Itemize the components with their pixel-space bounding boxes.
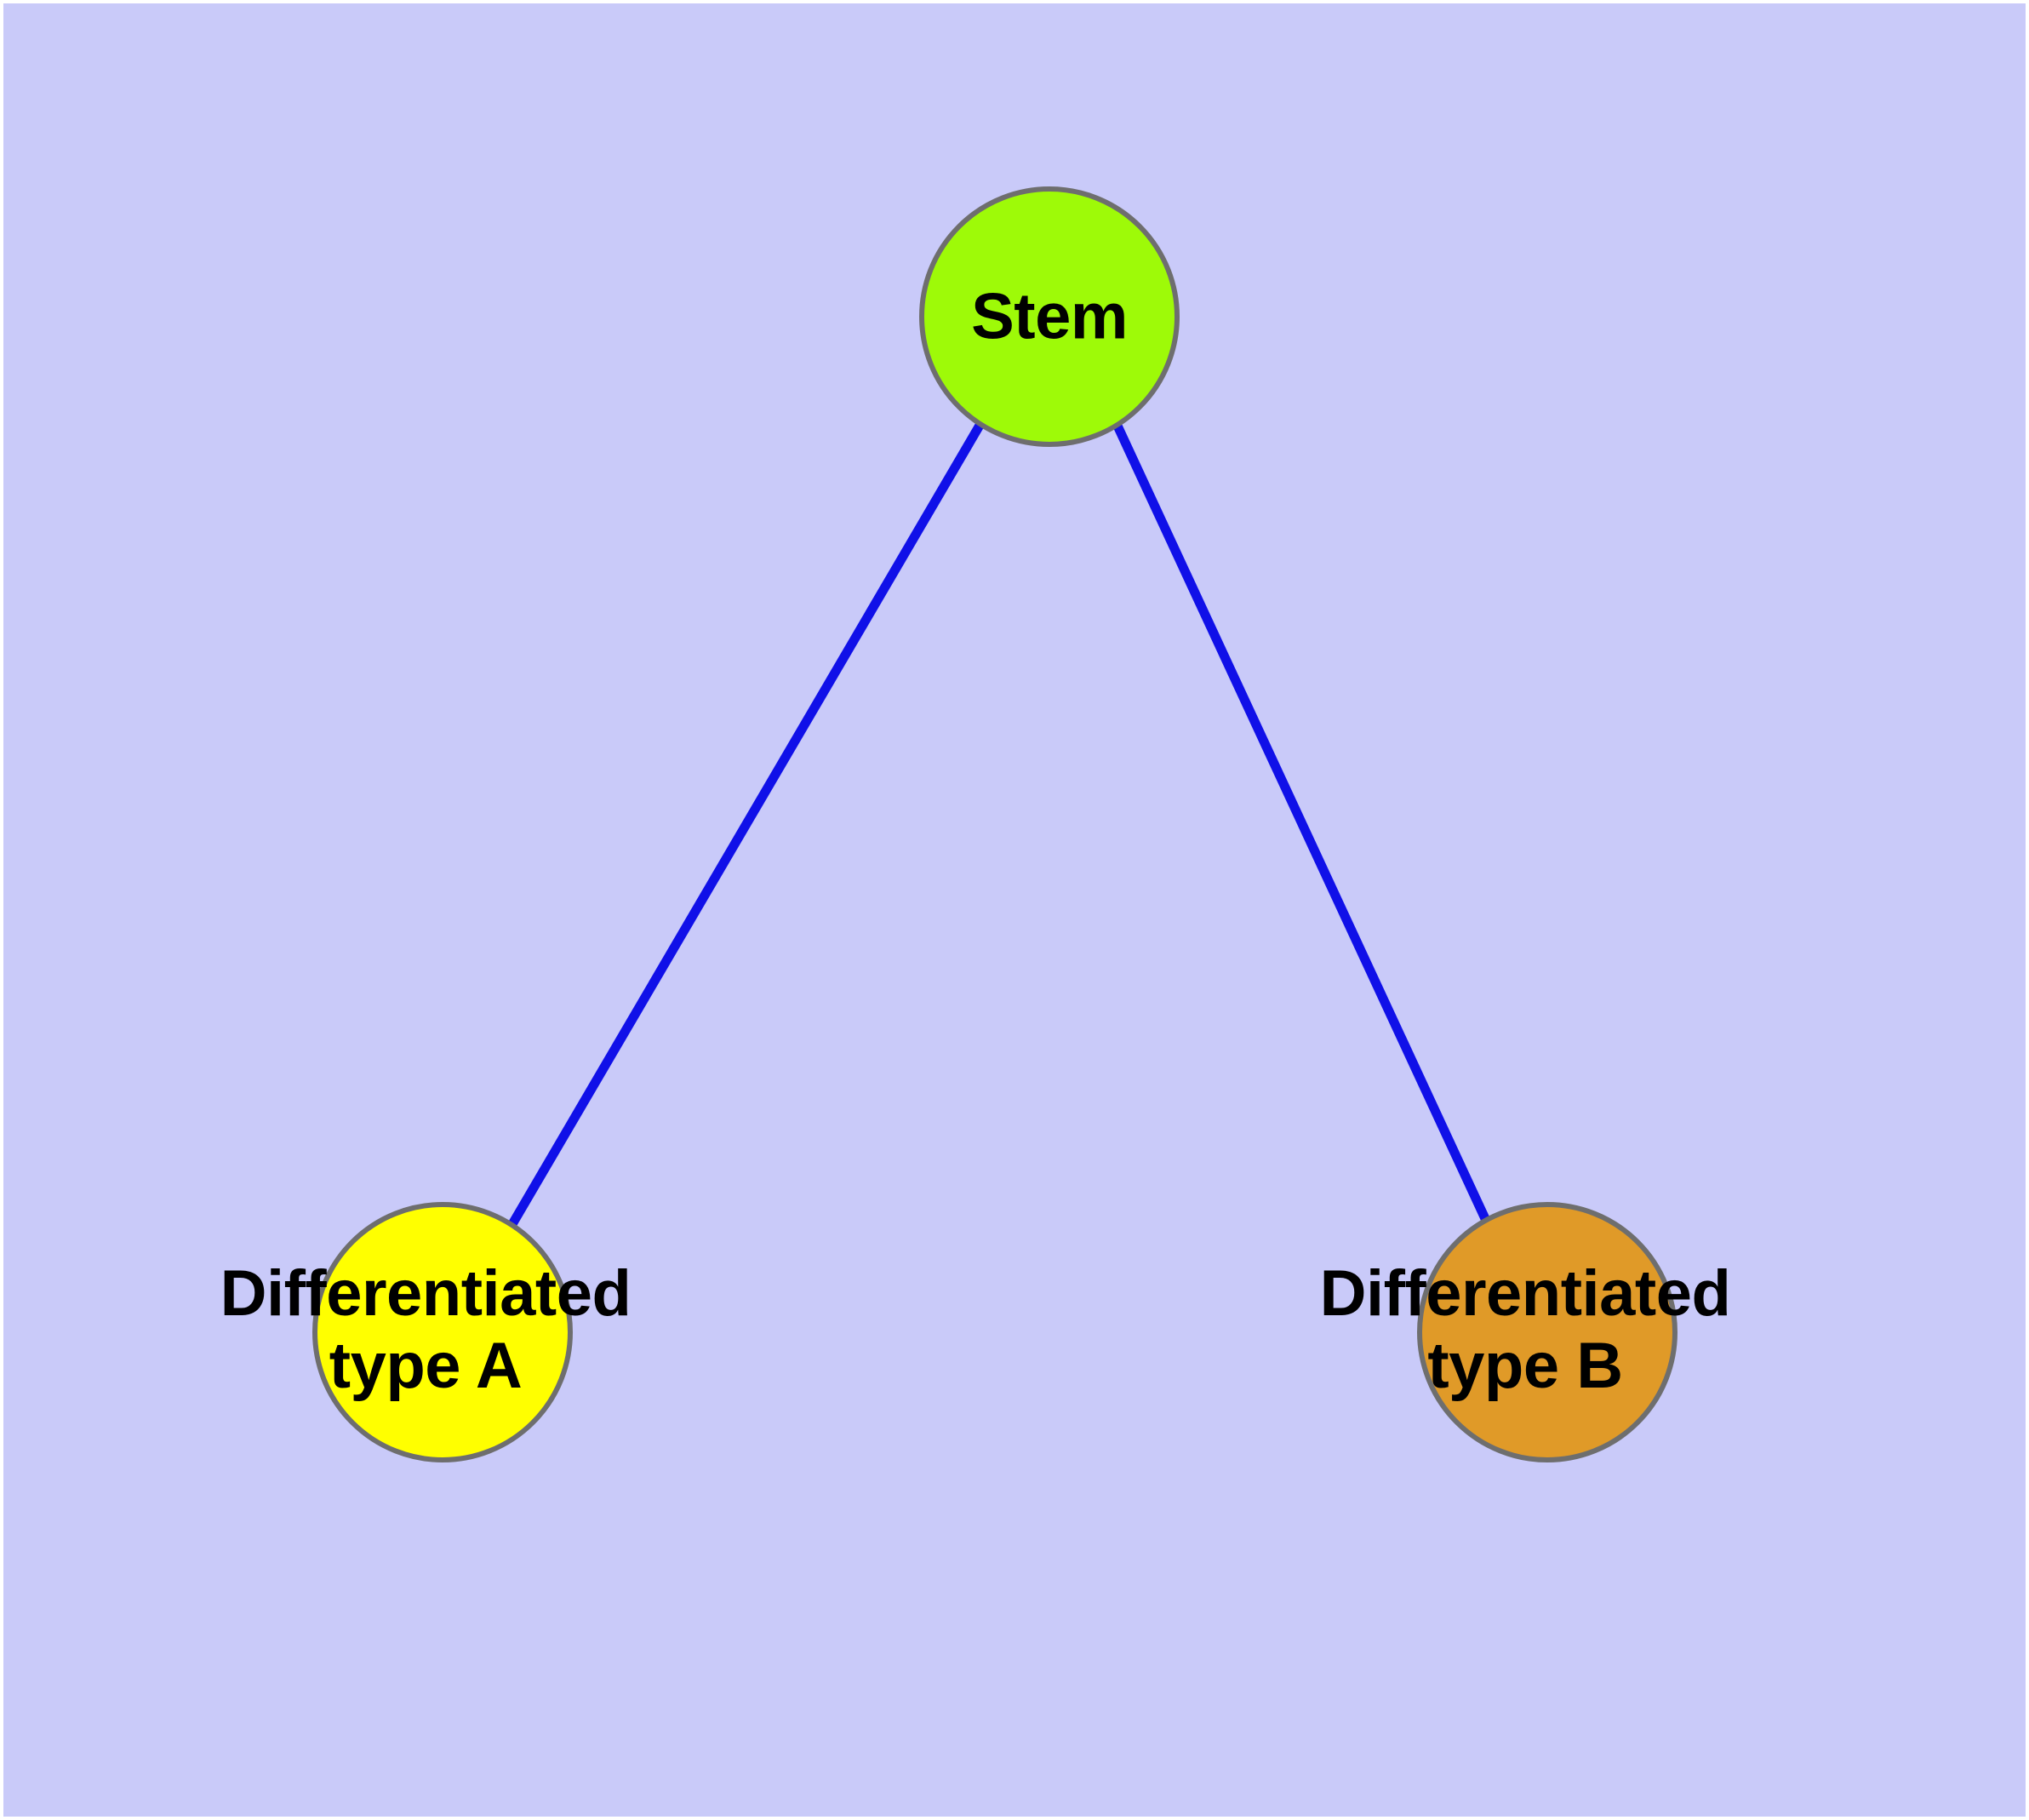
edge-stem-to-diff-b[interactable] bbox=[1112, 421, 1492, 1227]
edge-stem-to-diff-a[interactable] bbox=[508, 421, 985, 1227]
node-differentiated-type-b[interactable] bbox=[1417, 1202, 1677, 1462]
edges-layer bbox=[508, 421, 1492, 1227]
node-stem[interactable] bbox=[919, 186, 1180, 447]
nodes-layer bbox=[312, 186, 1677, 1462]
node-differentiated-type-a[interactable] bbox=[312, 1202, 573, 1462]
